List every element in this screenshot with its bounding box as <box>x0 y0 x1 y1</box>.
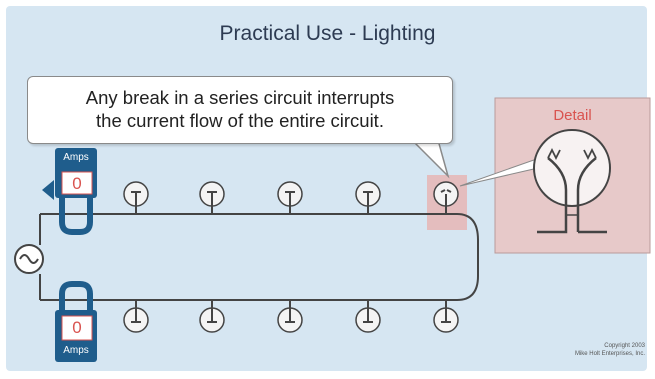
slide-title: Practical Use - Lighting <box>219 22 436 45</box>
copyright-line-1: Copyright 2003 <box>604 343 645 349</box>
bottom-meter-label: Amps <box>63 345 89 356</box>
light-bulb-icon <box>433 300 459 333</box>
light-bulb-icon <box>277 181 303 214</box>
broken-light-bulb-icon <box>433 181 459 214</box>
copyright-notice: Copyright 2003 Mike Holt Enterprises, In… <box>490 342 645 358</box>
light-bulb-icon <box>199 300 225 333</box>
light-bulb-icon <box>199 181 225 214</box>
light-bulb-icon <box>277 300 303 333</box>
callout-line-1: Any break in a series circuit interrupts <box>85 87 395 108</box>
detail-label: Detail <box>553 107 592 124</box>
copyright-line-2: Mike Holt Enterprises, Inc. <box>574 351 645 357</box>
ammeter-icon <box>42 148 97 235</box>
light-bulb-icon <box>355 181 381 214</box>
top-meter-label: Amps <box>63 152 89 163</box>
callout-pointer <box>410 139 450 179</box>
callout-box: Any break in a series circuit interrupts… <box>27 76 453 144</box>
ammeter-icon <box>55 281 97 362</box>
enlarged-broken-filament-icon <box>533 129 611 234</box>
light-bulb-icon <box>123 300 149 333</box>
callout-line-2: the current flow of the entire circuit. <box>96 110 384 131</box>
ac-source-icon <box>14 244 44 274</box>
light-bulb-icon <box>123 181 149 214</box>
series-loop-wire <box>40 213 479 301</box>
light-bulb-icon <box>355 300 381 333</box>
bottom-meter-reading: 0 <box>72 318 82 337</box>
top-meter-reading: 0 <box>72 174 82 193</box>
